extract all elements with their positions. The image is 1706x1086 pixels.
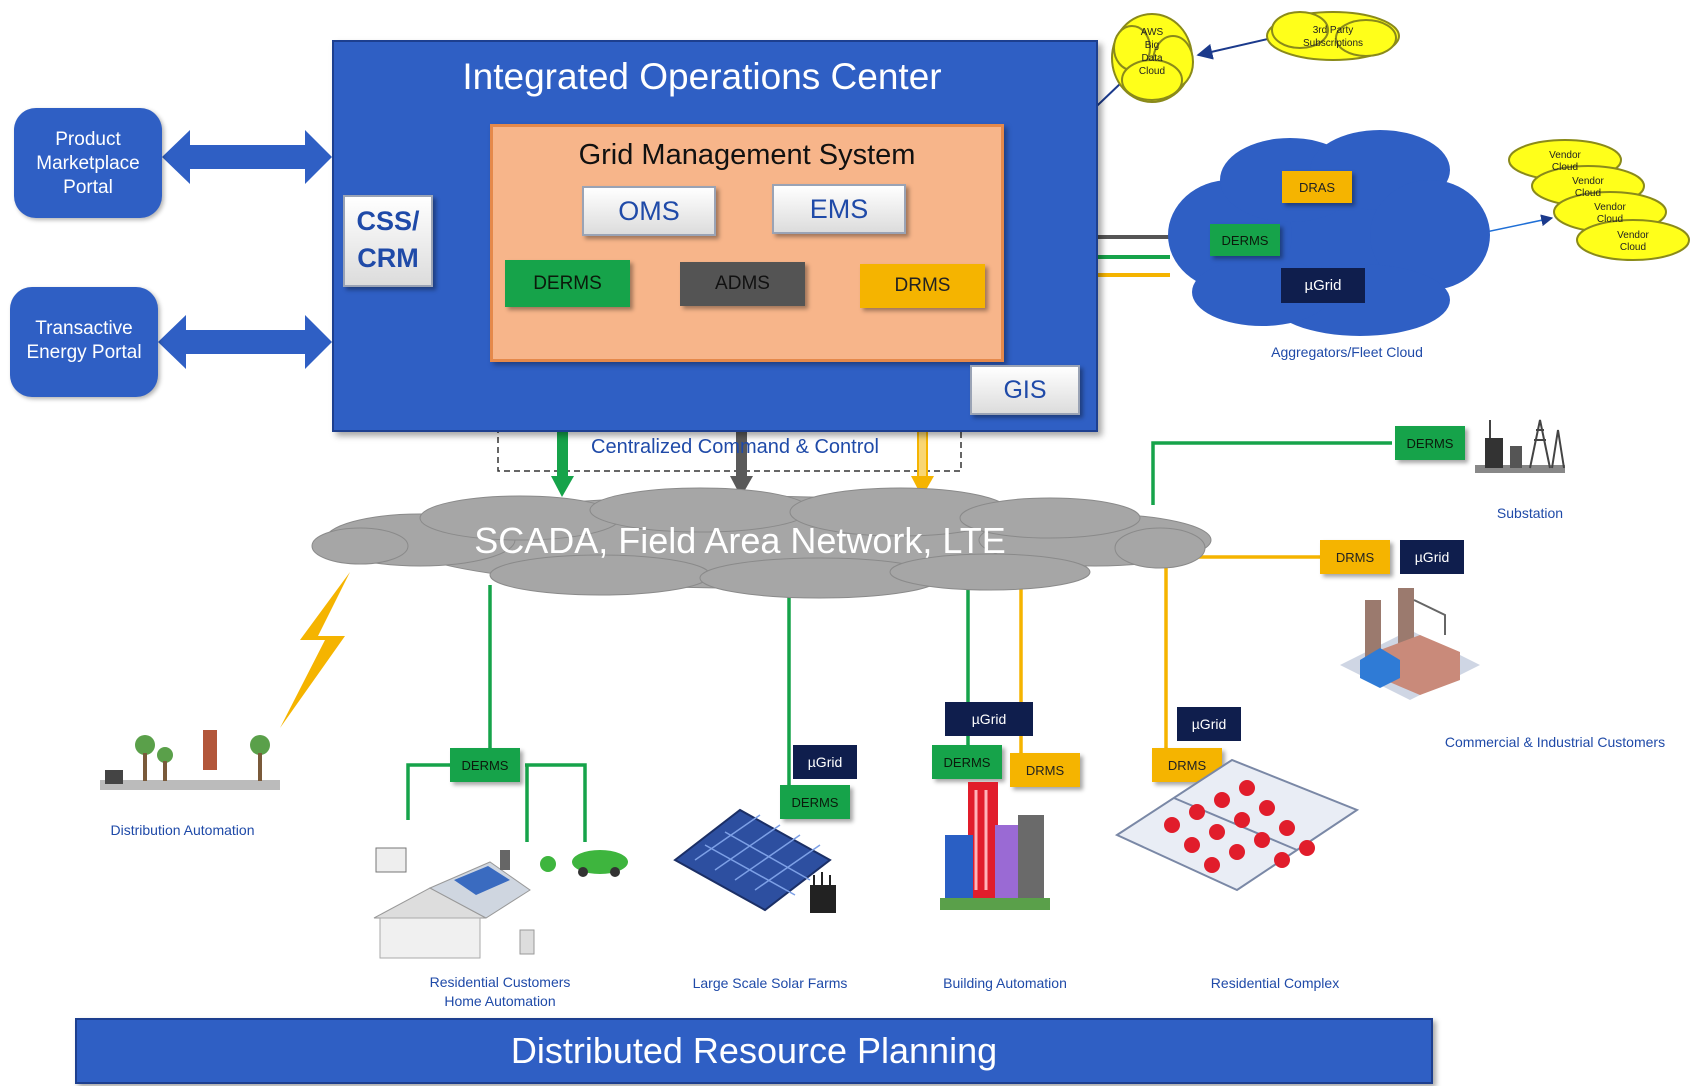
product-portal-line2: Marketplace	[36, 153, 140, 174]
aggregators-caption: Aggregators/Fleet Cloud	[1271, 344, 1423, 360]
scada-cloud-shape	[311, 487, 1212, 599]
product-marketplace-portal[interactable]: Product Marketplace Portal	[14, 108, 162, 218]
vendor-cloud-label-3: Vendor Cloud	[1594, 202, 1626, 225]
aws-line1: AWS	[1140, 27, 1164, 38]
residential-complex-illustration	[1114, 758, 1360, 892]
oms-button[interactable]: OMS	[582, 186, 716, 236]
complex-caption: Residential Complex	[1210, 975, 1340, 991]
distribution-automation-illustration	[100, 730, 280, 790]
third-party-line2: Subscriptions	[1302, 38, 1364, 49]
distributed-resource-planning-bar: Distributed Resource Planning	[75, 1018, 1433, 1084]
solar-ugrid-badge[interactable]: µGrid	[793, 745, 857, 779]
aws-cloud-label: AWS Big Data Cloud	[1128, 26, 1176, 78]
transactive-portal-arrow	[158, 315, 332, 369]
solar-derms-badge[interactable]: DERMS	[780, 785, 850, 819]
scada-label: SCADA, Field Area Network, LTE	[474, 520, 1006, 561]
aggregator-ugrid-box[interactable]: µGrid	[1281, 268, 1365, 303]
grid-management-system: Grid Management System	[490, 124, 1004, 362]
distribution-automation-caption: Distribution Automation	[110, 822, 255, 838]
css-crm-box[interactable]: CSS/ CRM	[343, 195, 433, 287]
residential-caption-line1: Residential Customers	[429, 974, 571, 990]
gms-drms-box[interactable]: DRMS	[860, 264, 985, 308]
substation-caption: Substation	[1496, 505, 1564, 521]
commercial-caption: Commercial & Industrial Customers	[1444, 734, 1666, 750]
building-ugrid-badge[interactable]: µGrid	[945, 702, 1033, 736]
aws-line2: Big	[1144, 40, 1160, 51]
transactive-energy-portal[interactable]: Transactive Energy Portal	[10, 287, 158, 397]
css-crm-line1: CSS/	[356, 206, 420, 236]
vendor-cloud-label-2: Vendor Cloud	[1572, 176, 1604, 199]
gms-derms-box[interactable]: DERMS	[505, 260, 630, 307]
gms-title: Grid Management System	[578, 139, 916, 171]
transactive-portal-line1: Transactive	[35, 318, 133, 339]
third-party-arrow	[1196, 37, 1273, 60]
vendor-cloud-shapes	[1508, 139, 1690, 261]
industrial-illustration	[1340, 588, 1480, 700]
gms-adms-box[interactable]: ADMS	[680, 262, 805, 306]
vendor-cloud-label-1: Vendor Cloud	[1549, 150, 1581, 173]
residential-caption: Residential Customers Home Automation	[410, 973, 590, 1011]
aws-cloud-shape	[1111, 13, 1194, 103]
residential-home-illustration	[373, 847, 628, 959]
aggregator-dras-box[interactable]: DRAS	[1282, 171, 1352, 203]
third-party-line1: 3rd Party	[1312, 25, 1354, 36]
complex-ugrid-badge[interactable]: µGrid	[1177, 707, 1241, 741]
centralized-command-label: Centralized Command & Control	[591, 436, 879, 458]
aggregator-derms-box[interactable]: DERMS	[1210, 224, 1280, 256]
commercial-ugrid-badge[interactable]: µGrid	[1400, 540, 1464, 574]
css-crm-line2: CRM	[357, 243, 419, 273]
product-portal-line3: Portal	[63, 177, 113, 198]
ems-button[interactable]: EMS	[772, 184, 906, 234]
solar-farm-illustration	[673, 808, 836, 913]
third-party-cloud-shape	[1266, 11, 1400, 61]
residential-derms-badge[interactable]: DERMS	[450, 748, 520, 782]
solar-caption: Large Scale Solar Farms	[692, 975, 848, 991]
gis-button[interactable]: GIS	[970, 365, 1080, 415]
building-illustration	[940, 782, 1050, 910]
residential-caption-line2: Home Automation	[444, 993, 556, 1009]
commercial-drms-badge[interactable]: DRMS	[1320, 540, 1390, 574]
aws-line3: Data	[1141, 53, 1163, 64]
aws-line4: Cloud	[1138, 66, 1166, 77]
building-derms-badge[interactable]: DERMS	[932, 745, 1002, 779]
ioc-title: Integrated Operations Center	[462, 56, 942, 97]
vendor-cloud-label-4: Vendor Cloud	[1617, 230, 1649, 253]
transactive-portal-line2: Energy Portal	[26, 342, 142, 363]
substation-derms-badge[interactable]: DERMS	[1395, 426, 1465, 460]
substation-illustration	[1475, 419, 1565, 473]
building-caption: Building Automation	[943, 975, 1067, 991]
building-drms-badge[interactable]: DRMS	[1010, 753, 1080, 787]
product-portal-line1: Product	[55, 129, 121, 150]
third-party-cloud-label: 3rd Party Subscriptions	[1286, 24, 1380, 50]
product-portal-arrow	[162, 130, 332, 184]
